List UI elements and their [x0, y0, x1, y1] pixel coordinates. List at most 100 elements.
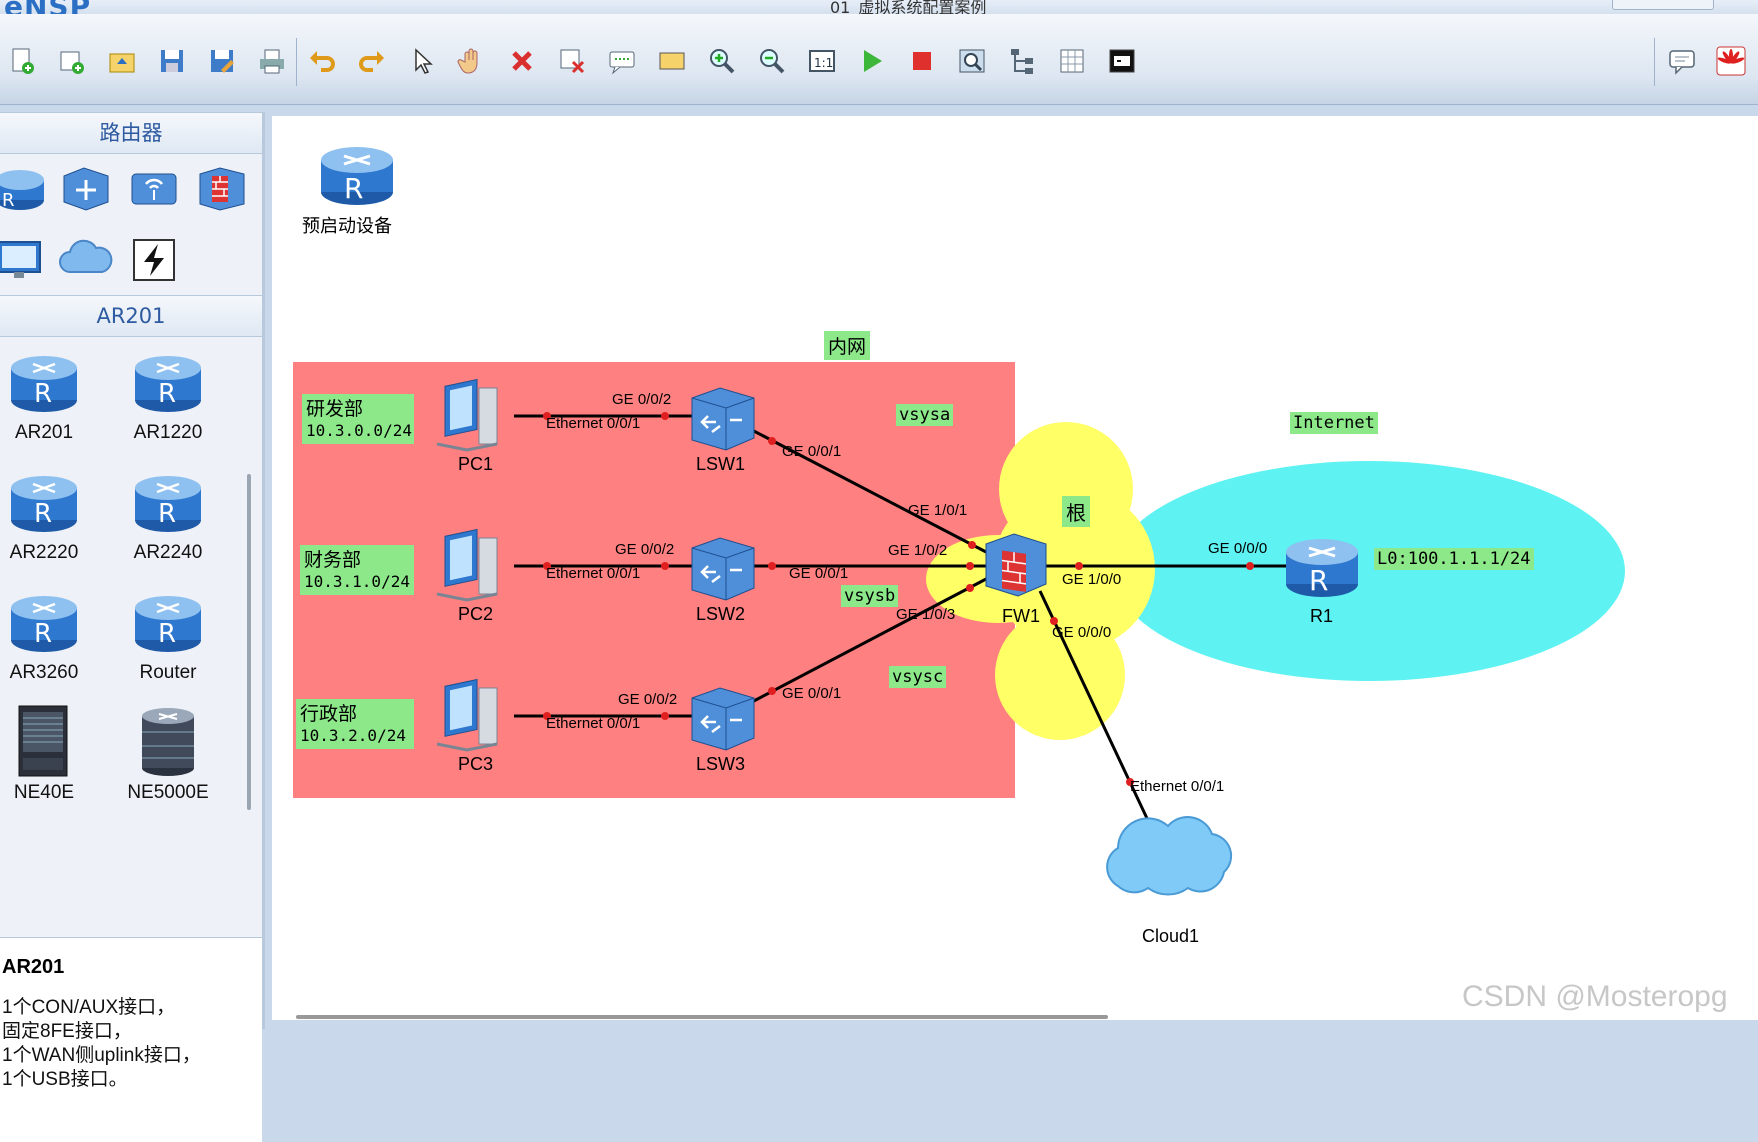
port-dot [768, 562, 776, 570]
huawei-logo-icon[interactable] [1714, 44, 1748, 78]
pc2-label: PC2 [458, 604, 494, 624]
description-line: 1个USB接口。 [2, 1069, 128, 1090]
firewall-category-icon[interactable] [194, 160, 250, 216]
print-icon[interactable] [255, 44, 289, 78]
auto-link-category-icon[interactable] [126, 232, 182, 288]
r1-router-icon[interactable]: R [1286, 539, 1358, 597]
select-icon[interactable] [405, 44, 439, 78]
topology-canvas[interactable]: R [272, 116, 1758, 1020]
fit-icon[interactable]: 1:1 [805, 44, 839, 78]
drag-hand-icon[interactable] [455, 44, 489, 78]
port-dot [661, 412, 669, 420]
start-icon[interactable] [855, 44, 889, 78]
redo-icon[interactable] [355, 44, 389, 78]
pc1-icon[interactable] [436, 378, 498, 452]
port-dot [661, 562, 669, 570]
lsw3-switch-icon[interactable] [691, 687, 755, 751]
window-controls[interactable] [1612, 0, 1714, 10]
description-line: 1个WAN侧uplink接口， [2, 1045, 201, 1066]
port-label: GE 0/0/0 [1208, 540, 1268, 557]
port-dot [1075, 562, 1083, 570]
pc2-icon[interactable] [436, 528, 498, 602]
delete-link-icon[interactable] [555, 44, 589, 78]
device-ne5000e[interactable]: NE5000E [108, 704, 228, 814]
rectangle-icon[interactable] [655, 44, 689, 78]
port-label: GE 0/0/1 [789, 565, 849, 582]
device-label: AR201 [14, 422, 74, 443]
zoom-out-icon[interactable] [755, 44, 789, 78]
group-name: 行政部 [300, 703, 358, 725]
root-zone[interactable] [993, 488, 1155, 650]
device-ar3260[interactable]: R AR3260 [0, 584, 104, 694]
group-admin: 行政部 10.3.2.0/24 [296, 699, 414, 749]
svg-text:R: R [34, 619, 52, 649]
internet-zone[interactable] [1113, 461, 1625, 681]
watermark: CSDN @Mosteropg [1462, 980, 1728, 1013]
svg-text:R: R [344, 172, 363, 205]
port-label: GE 0/0/2 [612, 391, 672, 408]
port-label: GE 0/0/1 [782, 443, 842, 460]
vsysb-label: vsysb [841, 585, 899, 607]
port-label: GE 1/0/3 [896, 606, 956, 623]
pc3-icon[interactable] [436, 678, 498, 752]
device-ar2220[interactable]: R AR2220 [0, 464, 104, 574]
link-fw1-cloud1[interactable] [1038, 590, 1154, 830]
save-as-icon[interactable] [205, 44, 239, 78]
link-lsw1-fw1[interactable] [749, 427, 989, 555]
router-category-icon[interactable]: R [0, 160, 48, 216]
cloud1-icon[interactable] [1106, 816, 1233, 896]
wireless-category-icon[interactable] [126, 160, 182, 216]
capture-icon[interactable] [955, 44, 989, 78]
device-ar2240[interactable]: R AR2240 [108, 464, 228, 574]
port-label: GE 0/0/1 [782, 685, 842, 702]
device-list-scrollbar[interactable] [247, 474, 251, 810]
zoom-in-icon[interactable] [705, 44, 739, 78]
topology-icon[interactable] [1005, 44, 1039, 78]
terminal-icon[interactable] [1105, 44, 1139, 78]
new-example-icon[interactable] [55, 44, 89, 78]
toolbar-separator [1654, 38, 1655, 86]
description-title: AR201 [2, 956, 65, 978]
device-label: AR3260 [9, 662, 79, 683]
chat-icon[interactable] [1665, 44, 1699, 78]
port-label: Ethernet 0/0/1 [546, 415, 641, 432]
lsw2-switch-icon[interactable] [691, 537, 755, 601]
new-topology-icon[interactable] [5, 44, 39, 78]
group-name: 财务部 [304, 549, 362, 571]
device-label: NE40E [13, 782, 75, 803]
canvas-horizontal-scrollbar[interactable] [296, 1015, 1108, 1019]
device-label: Router [139, 662, 197, 683]
port-dot [768, 687, 776, 695]
svg-text:R: R [2, 190, 15, 211]
device-label: AR2220 [9, 542, 79, 563]
svg-text:R: R [158, 379, 176, 409]
device-ar1220[interactable]: R AR1220 [108, 344, 228, 454]
port-label: GE 0/0/2 [618, 691, 678, 708]
port-label: Ethernet 0/0/1 [546, 565, 641, 582]
fw1-label: FW1 [1002, 606, 1040, 626]
text-note-icon[interactable] [605, 44, 639, 78]
stop-icon[interactable] [905, 44, 939, 78]
port-label: GE 1/0/2 [888, 542, 948, 559]
save-icon[interactable] [155, 44, 189, 78]
grid-icon[interactable] [1055, 44, 1089, 78]
group-finance: 财务部 10.3.1.0/24 [300, 545, 414, 595]
svg-text:R: R [1309, 564, 1328, 597]
open-icon[interactable] [105, 44, 139, 78]
device-router[interactable]: R Router [108, 584, 228, 694]
lsw1-switch-icon[interactable] [691, 387, 755, 451]
group-subnet: 10.3.1.0/24 [304, 572, 410, 591]
port-dot [661, 712, 669, 720]
switch-category-icon[interactable] [58, 160, 114, 216]
link-lsw3-fw1[interactable] [749, 576, 989, 705]
device-ne40e[interactable]: NE40E [0, 704, 104, 814]
prestart-router-icon[interactable]: R [321, 147, 393, 205]
vsysa-label: vsysa [896, 404, 954, 426]
toolbar-separator [296, 38, 297, 86]
undo-icon[interactable] [305, 44, 339, 78]
device-ar201[interactable]: R AR201 [0, 344, 104, 454]
cloud-category-icon[interactable] [58, 232, 114, 288]
pc-category-icon[interactable] [0, 232, 48, 288]
delete-icon[interactable] [505, 44, 539, 78]
fw1-firewall-icon[interactable] [985, 533, 1047, 597]
